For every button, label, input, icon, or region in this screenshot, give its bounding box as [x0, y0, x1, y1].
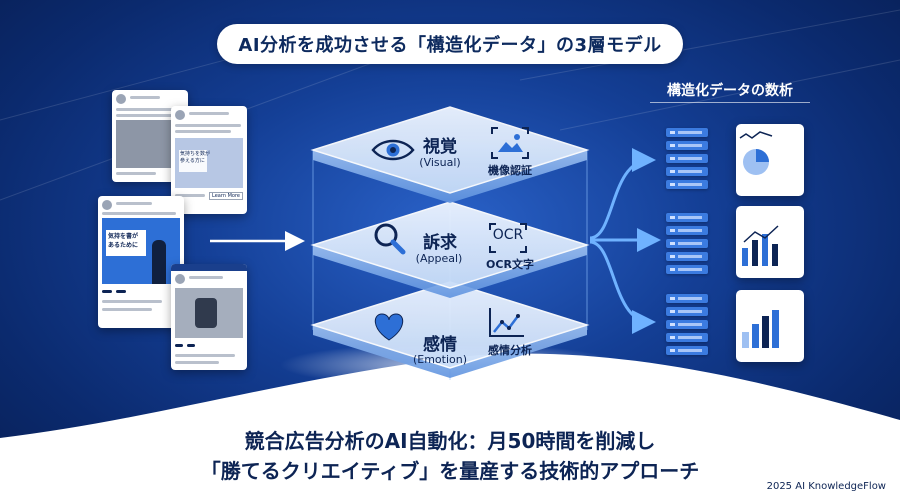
data-row — [666, 239, 708, 248]
layer-emotion-side-label: 感情分析 — [488, 344, 532, 357]
layer-emotion-label: 感情 — [423, 335, 457, 355]
post-3-ad-copy: 気持を書が あるために — [108, 233, 139, 249]
data-row — [666, 320, 708, 329]
layer-appeal-sub: (Appeal) — [415, 252, 463, 265]
data-row — [666, 128, 708, 137]
ocr-icon — [489, 223, 527, 253]
layer-appeal-side-label: OCR文字 — [486, 258, 534, 271]
eye-icon — [371, 139, 415, 161]
data-row — [666, 307, 708, 316]
post-2-ad-copy: 気持ちを数が 参える方に — [180, 151, 211, 164]
bar-chart-card — [736, 290, 804, 362]
layer-emotion — [310, 281, 590, 378]
image-recognition-icon — [491, 127, 529, 159]
social-post-2: 気持ちを数が 参える方に Learn More — [171, 106, 247, 214]
post-2-cta: Learn More — [209, 192, 243, 200]
data-row — [666, 265, 708, 274]
output-arrows — [589, 148, 661, 334]
layer-appeal-label: 訴求 — [423, 233, 457, 253]
subtitle-line-2: 「勝てるクリエイティブ」を量産する技術的アプローチ — [200, 459, 700, 483]
data-row — [666, 346, 708, 355]
layer-visual-sub: (Visual) — [419, 156, 461, 169]
line-chart-card — [736, 206, 804, 278]
credit-text: 2025 AI KnowledgeFlow — [766, 481, 886, 492]
subtitle-line-1: 競合広告分析のAI自動化：月50時間を削減し — [244, 429, 656, 453]
data-row — [666, 141, 708, 150]
page-title: AI分析を成功させる「構造化データ」の3層モデル — [217, 24, 683, 64]
data-row — [666, 226, 708, 235]
data-row — [666, 154, 708, 163]
pie-chart-card — [736, 124, 804, 196]
emotion-chart-icon — [489, 308, 524, 337]
layer-visual-side-label: 機像認証 — [488, 164, 532, 177]
structured-data-label: 構造化データの数析 — [667, 83, 793, 99]
data-row — [666, 294, 708, 303]
data-row — [666, 252, 708, 261]
heart-icon — [374, 313, 404, 341]
data-row — [666, 180, 708, 189]
bottom-wave — [0, 353, 900, 502]
ocr-icon-text: OCR — [492, 227, 524, 243]
layer-visual — [310, 106, 590, 203]
layer-visual-label: 視覚 — [423, 137, 457, 157]
social-post-4 — [171, 264, 247, 370]
data-row — [666, 213, 708, 222]
layer-emotion-sub: (Emotion) — [412, 353, 468, 366]
label-underline — [650, 102, 810, 103]
magnifier-icon — [374, 223, 406, 255]
data-row — [666, 333, 708, 342]
social-post-3: 気持を書が あるために — [98, 196, 184, 328]
data-row — [666, 167, 708, 176]
layer-appeal — [310, 201, 590, 298]
